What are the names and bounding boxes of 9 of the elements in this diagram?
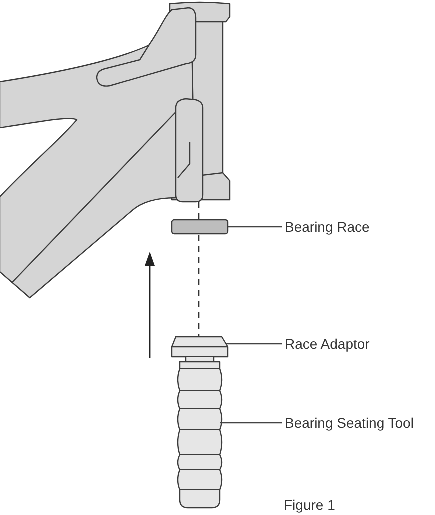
leader-line [220, 422, 282, 424]
part-label: Race Adaptor [285, 335, 370, 353]
part-label: Bearing Race [285, 218, 370, 236]
part-label: Bearing Seating Tool [285, 414, 414, 432]
bearing-race [171, 219, 229, 235]
leader-line [226, 343, 282, 345]
leader-line [228, 226, 282, 228]
race-adaptor [171, 336, 229, 363]
figure-caption: Figure 1 [284, 496, 336, 514]
